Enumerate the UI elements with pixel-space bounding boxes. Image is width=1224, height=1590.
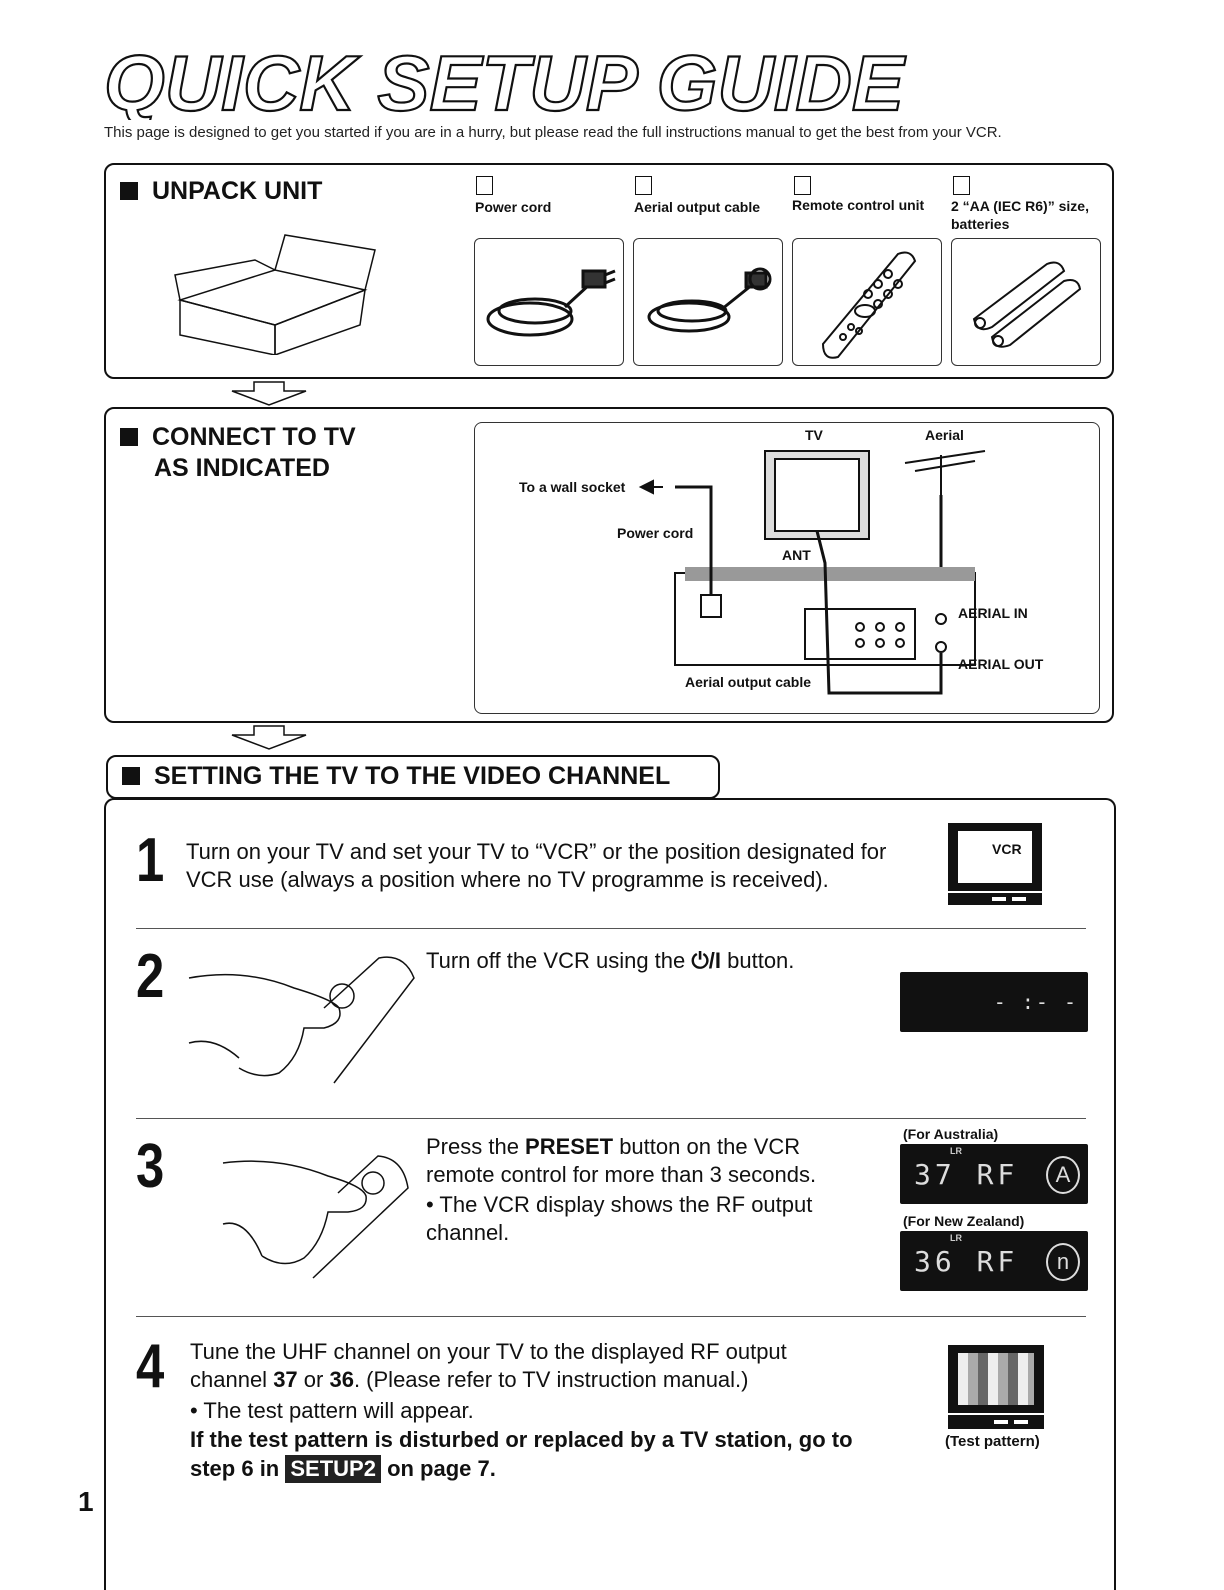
label-for-australia: (For Australia) (903, 1126, 999, 1142)
step-4-warning-line2: step 6 in SETUP2 on page 7. (190, 1455, 496, 1483)
power-icon: ⏻/I (691, 948, 722, 973)
step-1-number: 1 (136, 826, 165, 895)
vcr-display-australia: LR 37 RF A (900, 1144, 1088, 1204)
test-pattern-tv-icon (948, 1345, 1044, 1429)
hand-press-power-illustration (184, 948, 420, 1084)
step-3-bullet: • The VCR display shows the RF output ch… (426, 1192, 813, 1245)
label-power-cord: Power cord (617, 525, 694, 541)
step-4-number: 4 (136, 1332, 165, 1401)
unpack-heading: UNPACK UNIT (120, 176, 322, 207)
step-3-number: 3 (136, 1132, 165, 1201)
step-1-text: Turn on your TV and set your TV to “VCR”… (186, 839, 887, 892)
vcr-display-off: - :- - (900, 972, 1088, 1032)
step-2-number: 2 (136, 942, 165, 1011)
item-label-remote: Remote control unit (792, 197, 925, 213)
page-number: 1 (78, 1486, 94, 1517)
step-3-text: Press the PRESET button on the VCR remot… (426, 1134, 817, 1187)
setup2-badge[interactable]: SETUP2 (285, 1455, 381, 1483)
aerial-cable-image (633, 238, 783, 366)
divider (136, 1118, 1086, 1119)
connect-heading: CONNECT TO TV (120, 422, 356, 453)
remote-image (792, 238, 942, 366)
power-cord-image (474, 238, 624, 366)
hand-press-preset-illustration (218, 1138, 418, 1280)
setting-panel (104, 798, 1116, 1590)
label-wall-socket: To a wall socket (519, 479, 626, 495)
checkbox-aerial-cable[interactable] (635, 176, 652, 195)
page-title: QUICK SETUP GUIDE (100, 38, 920, 128)
label-aerial-in: AERIAL IN (958, 605, 1028, 621)
setting-heading: SETTING THE TV TO THE VIDEO CHANNEL (122, 761, 670, 792)
checkbox-power-cord[interactable] (476, 176, 493, 195)
batteries-image (951, 238, 1101, 366)
step-4-bullet: • The test pattern will appear. (190, 1398, 474, 1423)
tv-vcr-label: VCR (992, 841, 1022, 857)
step-4-line1: Tune the UHF channel on your TV to the d… (190, 1339, 787, 1364)
tv-vcr-icon: VCR (948, 823, 1042, 905)
item-label-batteries: 2 “AA (IEC R6)” size, batteries (951, 198, 1089, 232)
vcr-display-new-zealand: LR 36 RF n (900, 1231, 1088, 1291)
label-tv: TV (805, 427, 823, 443)
box-illustration (170, 230, 380, 357)
test-pattern-caption: (Test pattern) (945, 1433, 1040, 1450)
item-label-power-cord: Power cord (475, 199, 552, 215)
label-for-new-zealand: (For New Zealand) (903, 1213, 1025, 1229)
label-aerial-output-cable: Aerial output cable (685, 674, 812, 690)
label-ant: ANT (782, 547, 811, 563)
intro-text: This page is designed to get you started… (104, 124, 1002, 141)
step-2-text: Turn off the VCR using the ⏻/I button. (426, 948, 795, 973)
step-4-warning-line1: If the test pattern is disturbed or repl… (190, 1427, 853, 1452)
checkbox-batteries[interactable] (953, 176, 970, 195)
down-arrow-icon (230, 381, 308, 407)
step-4-line2: channel 37 or 36. (Please refer to TV in… (190, 1367, 749, 1392)
divider (136, 928, 1086, 929)
connect-heading-line2: AS INDICATED (154, 454, 330, 482)
down-arrow-icon-2 (230, 725, 308, 751)
divider (136, 1316, 1086, 1317)
item-label-aerial-cable: Aerial output cable (634, 199, 761, 215)
title-text: QUICK SETUP GUIDE (104, 40, 906, 120)
connection-diagram: TV Aerial To a wall socket Power cord AN… (474, 422, 1100, 714)
label-aerial-out: AERIAL OUT (958, 656, 1044, 672)
checkbox-remote[interactable] (794, 176, 811, 195)
label-aerial: Aerial (925, 427, 964, 443)
